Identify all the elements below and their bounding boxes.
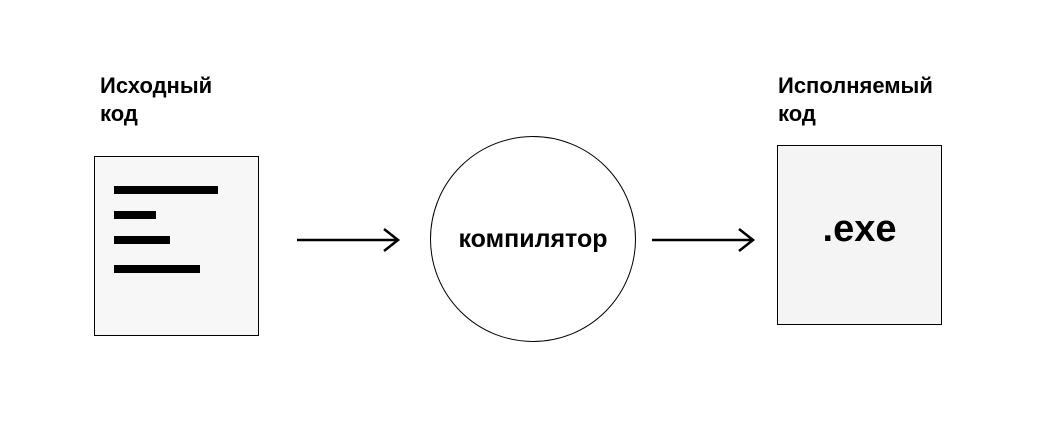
code-line	[114, 211, 156, 219]
executable-code-label: Исполняемый код	[778, 72, 978, 128]
compiler-node: компилятор	[430, 136, 636, 342]
source-code-label-line1: Исходный	[100, 73, 213, 98]
executable-code-label-line1: Исполняемый	[778, 73, 933, 98]
code-line	[114, 236, 170, 244]
code-line	[114, 265, 200, 273]
source-code-document-icon	[94, 156, 259, 336]
code-line	[114, 186, 218, 194]
exe-extension-text: .exe	[822, 207, 897, 250]
compiler-label: компилятор	[458, 224, 608, 253]
executable-file-box: .exe	[777, 145, 942, 325]
source-code-label-line2: код	[100, 101, 138, 126]
executable-code-label-line2: код	[778, 101, 816, 126]
source-code-label: Исходный код	[100, 72, 260, 128]
arrow-right-icon	[297, 228, 401, 252]
arrow-right-icon	[652, 228, 756, 252]
